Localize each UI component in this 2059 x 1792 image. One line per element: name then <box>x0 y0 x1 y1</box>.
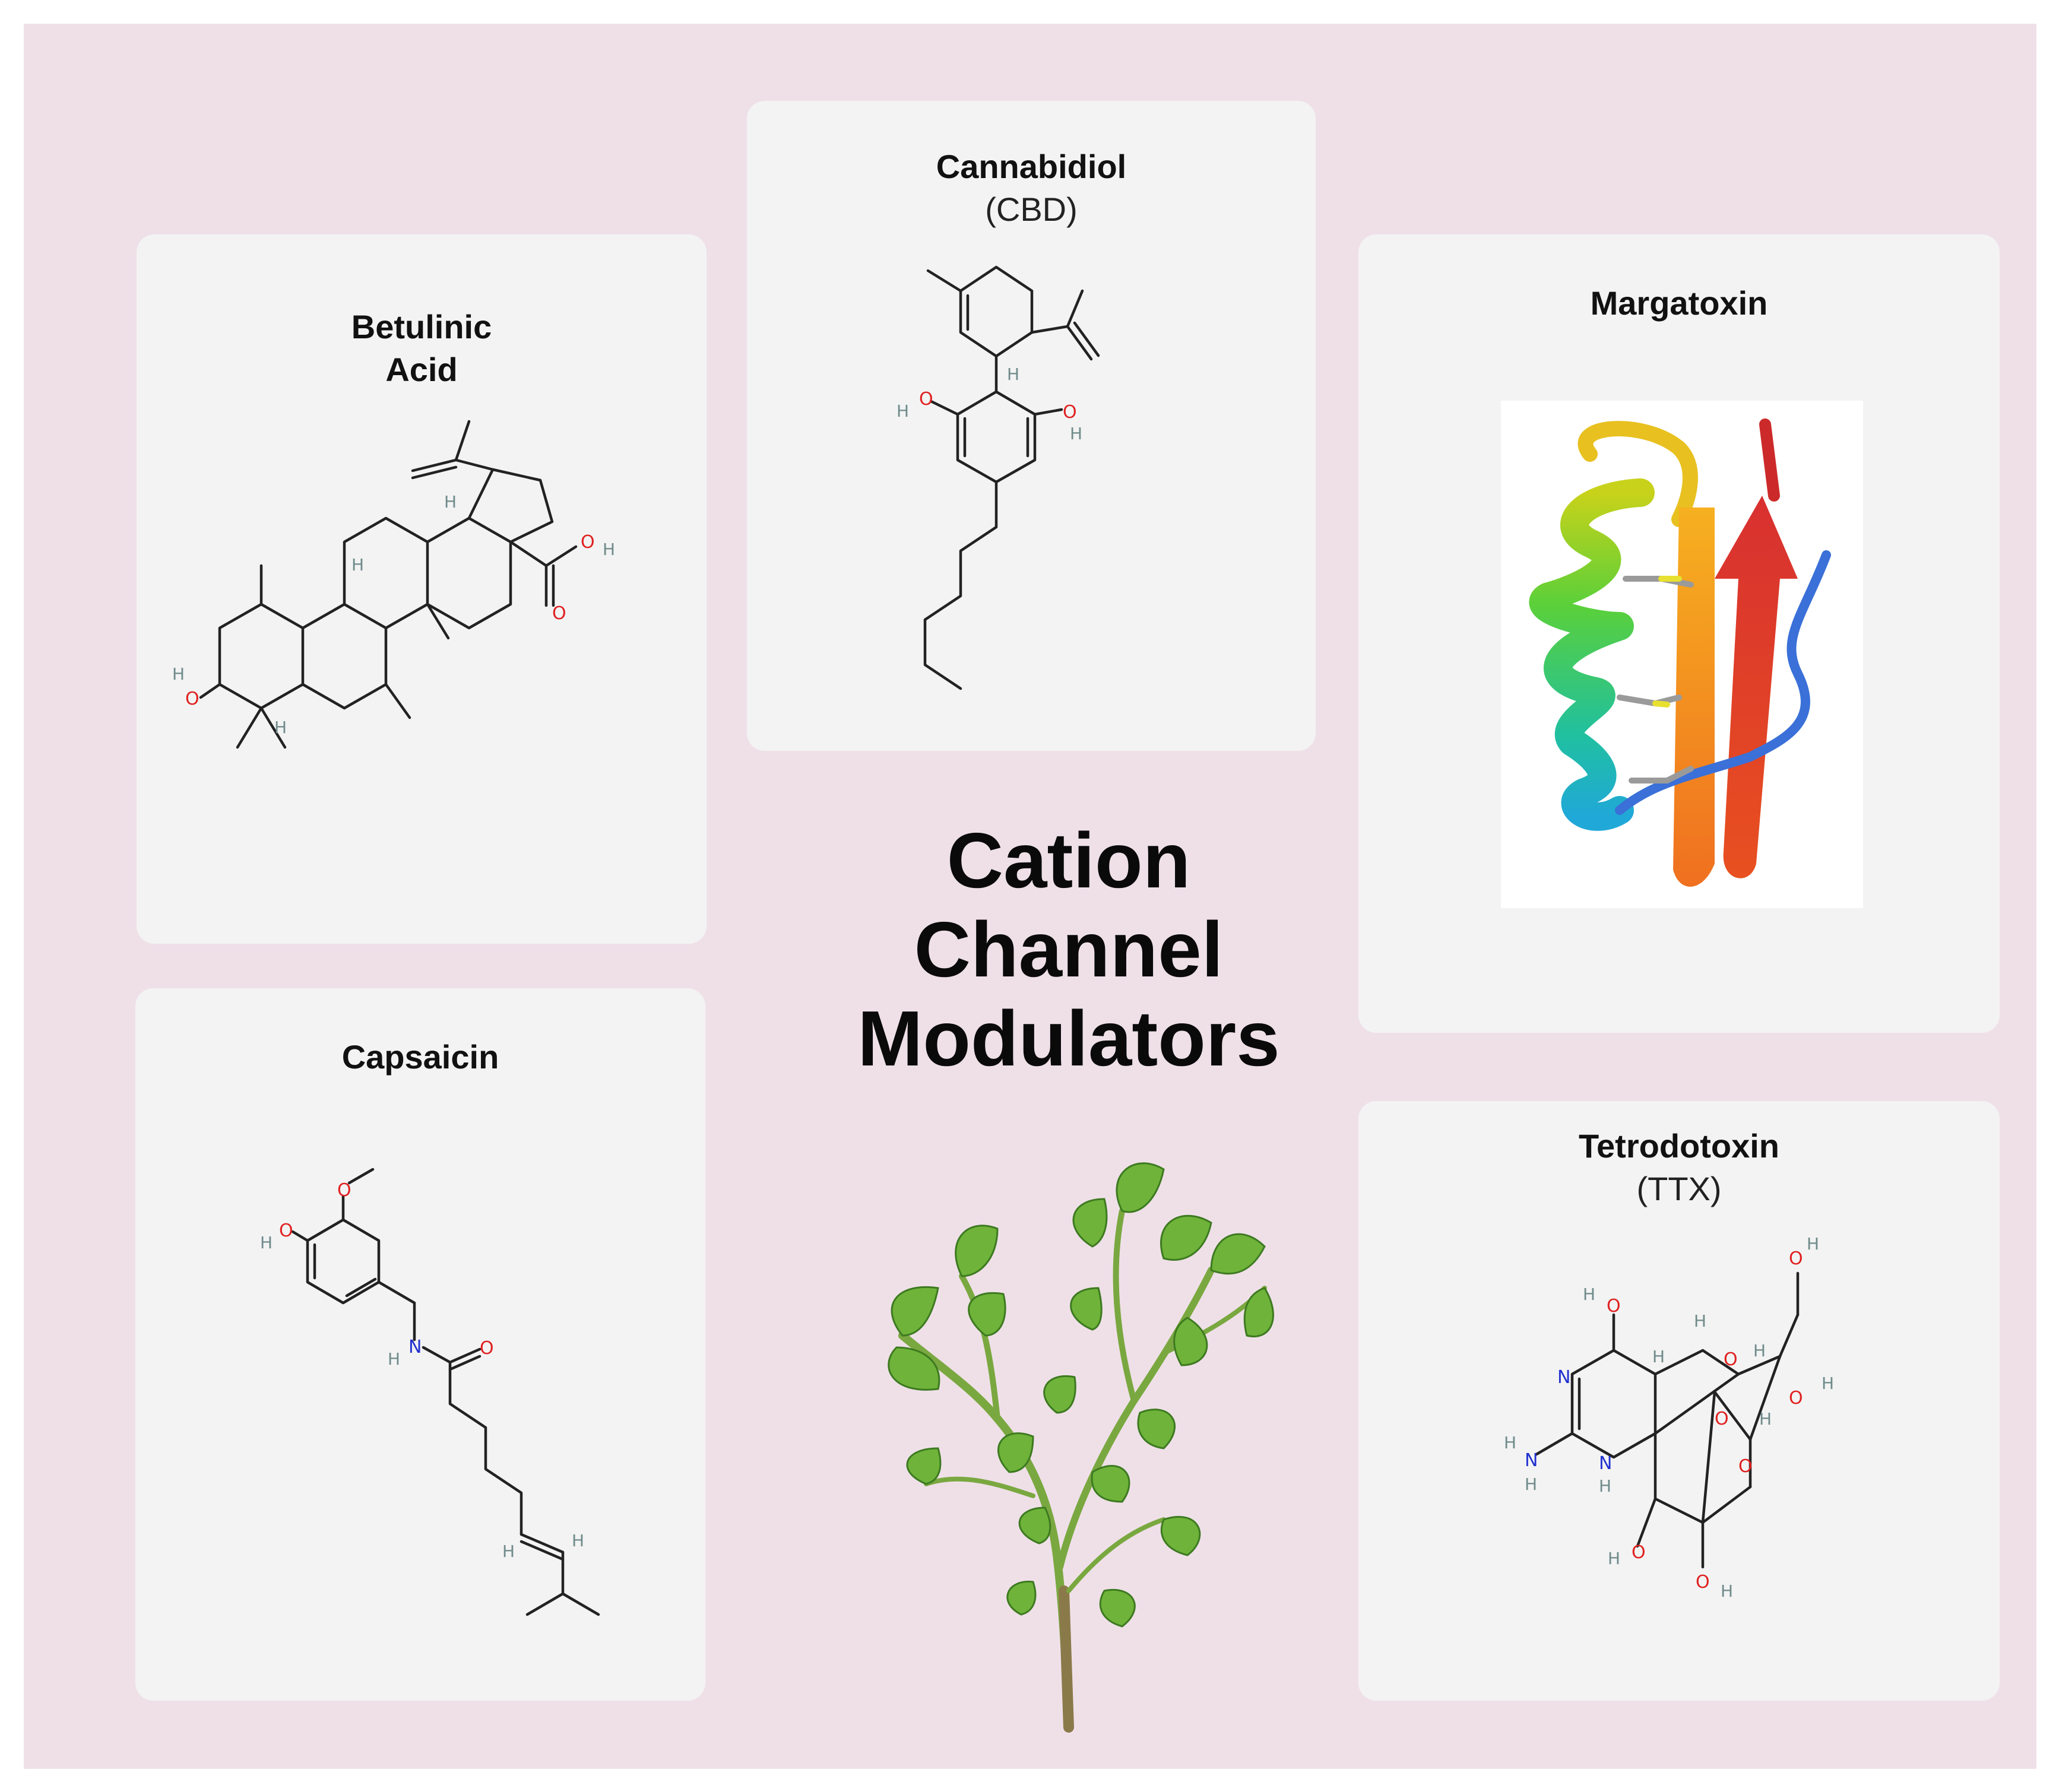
card-title-cannabidiol: Cannabidiol <box>936 148 1127 185</box>
svg-text:O: O <box>919 389 933 410</box>
svg-text:O: O <box>1696 1572 1710 1593</box>
plant-leaves <box>888 1162 1274 1628</box>
svg-text:N: N <box>1525 1450 1538 1471</box>
svg-text:H: H <box>1070 424 1082 443</box>
pepper-plant-illustration <box>855 1140 1282 1733</box>
ttx-bonds <box>1535 1271 1800 1569</box>
capsaicin-bonds <box>291 1168 600 1616</box>
card-title-margatoxin: Margatoxin <box>1590 284 1768 322</box>
svg-text:O: O <box>581 532 595 553</box>
svg-text:O: O <box>1789 1248 1803 1269</box>
svg-text:O: O <box>1607 1296 1621 1317</box>
main-title-line2: Channel <box>914 906 1224 993</box>
svg-text:H: H <box>502 1542 515 1561</box>
svg-text:H: H <box>572 1531 584 1550</box>
margatoxin-protein-structure <box>1501 401 1863 908</box>
plant-stems <box>898 1208 1267 1733</box>
figure-background: Betulinic Acid <box>24 24 2036 1769</box>
svg-text:N: N <box>408 1337 422 1358</box>
svg-text:O: O <box>1789 1388 1803 1409</box>
svg-text:N: N <box>1599 1453 1612 1474</box>
svg-text:H: H <box>1525 1474 1537 1494</box>
svg-text:H: H <box>388 1349 400 1369</box>
svg-text:N: N <box>1557 1367 1570 1388</box>
ttx-atom-labels: O H N N H N H H H H O H O H O H O <box>1504 1234 1834 1601</box>
capsaicin-atom-labels: O O H N H O H H <box>260 1180 584 1561</box>
card-title-betulinic-line1: Betulinic <box>351 308 492 345</box>
svg-text:H: H <box>260 1233 273 1252</box>
svg-text:O: O <box>1063 402 1077 423</box>
card-title-capsaicin: Capsaicin <box>341 1038 499 1076</box>
betulinic-atom-labels: O O H O H H H H <box>172 492 615 737</box>
card-title-betulinic-line2: Acid <box>385 351 458 388</box>
svg-text:O: O <box>185 689 199 709</box>
tetrodotoxin-structure: O H N N H N H H H H O H O H O H O <box>1477 1234 1905 1665</box>
svg-text:O: O <box>480 1338 494 1359</box>
card-capsaicin: Capsaicin <box>135 988 705 1701</box>
svg-text:H: H <box>444 492 457 512</box>
card-tetrodotoxin: Tetrodotoxin (TTX) <box>1358 1101 2000 1701</box>
svg-text:H: H <box>1007 364 1019 384</box>
svg-text:H: H <box>1599 1476 1611 1496</box>
main-title-line1: Cation <box>946 817 1191 904</box>
card-title-tetrodotoxin: Tetrodotoxin <box>1578 1127 1780 1165</box>
svg-text:H: H <box>1504 1433 1516 1452</box>
betulinic-bonds <box>199 420 578 749</box>
svg-text:O: O <box>279 1220 293 1241</box>
betulinic-acid-structure: O O H O H H H H <box>160 420 683 887</box>
svg-text:H: H <box>172 664 185 684</box>
card-cannabidiol: Cannabidiol (CBD) <box>747 101 1316 751</box>
svg-text:O: O <box>1738 1456 1753 1477</box>
cbd-bonds <box>923 265 1100 690</box>
svg-text:H: H <box>351 555 364 575</box>
svg-text:O: O <box>1715 1409 1729 1429</box>
svg-text:H: H <box>1652 1347 1665 1366</box>
margatoxin-ribbons <box>1529 418 1831 887</box>
svg-text:H: H <box>1807 1234 1819 1254</box>
cbd-atom-labels: O H O H H <box>897 364 1082 443</box>
svg-text:H: H <box>1759 1409 1772 1429</box>
main-title: Cation Channel Modulators <box>831 816 1306 1083</box>
svg-text:O: O <box>552 603 566 624</box>
svg-text:H: H <box>1608 1549 1620 1568</box>
card-subtitle-cbd: (CBD) <box>985 191 1078 228</box>
svg-text:H: H <box>1753 1341 1766 1360</box>
svg-text:H: H <box>1583 1284 1595 1304</box>
capsaicin-structure: O O H N H O H H <box>230 1166 600 1671</box>
main-title-line3: Modulators <box>857 995 1280 1082</box>
card-subtitle-ttx: (TTX) <box>1636 1170 1722 1207</box>
cannabidiol-structure: O H O H H <box>889 261 1174 700</box>
svg-text:H: H <box>897 401 909 421</box>
svg-text:H: H <box>1694 1311 1706 1331</box>
svg-text:O: O <box>1632 1542 1646 1563</box>
svg-text:H: H <box>274 718 287 737</box>
card-betulinic-acid: Betulinic Acid <box>137 234 707 944</box>
svg-text:H: H <box>1822 1374 1834 1393</box>
svg-text:O: O <box>1724 1349 1738 1370</box>
svg-text:H: H <box>1721 1581 1733 1601</box>
svg-text:O: O <box>337 1180 351 1201</box>
card-margatoxin: Margatoxin <box>1358 234 2000 1033</box>
svg-text:H: H <box>603 540 615 559</box>
